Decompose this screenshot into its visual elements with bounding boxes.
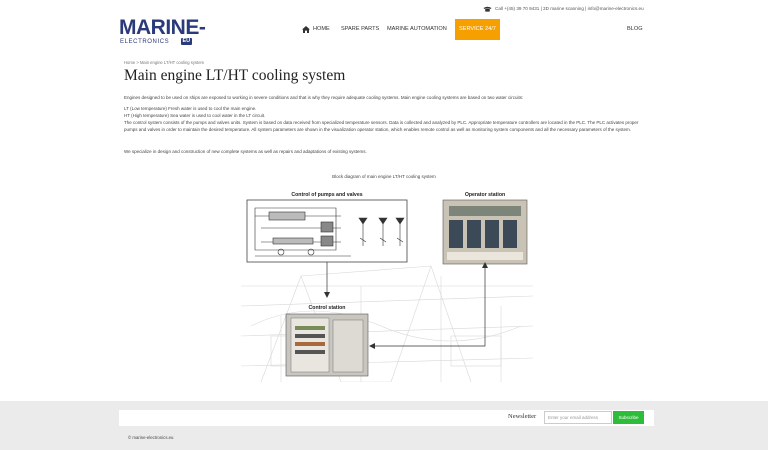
top-contact-bar: Call +(45) 39 70 9431 | 3D marine scanni…: [0, 0, 768, 16]
nav-item-label: SPARE PARTS: [341, 26, 380, 32]
logo-badge: EU: [181, 38, 192, 45]
home-icon: [302, 26, 310, 33]
label-control-pumps: Control of pumps and valves: [291, 192, 362, 198]
control-cabinet: [290, 317, 364, 373]
site-logo[interactable]: MARINE- ELECTRONICS EU: [119, 17, 206, 47]
nav-item-label: HOME: [313, 26, 330, 32]
nav-item-service[interactable]: SERVICE 24/7: [455, 19, 500, 40]
label-operator-station: Operator station: [465, 192, 505, 198]
arrow-left-icon: [369, 343, 375, 349]
intro-paragraph: Engines designed to be used on ships are…: [124, 95, 524, 100]
nav-item-label: BLOG: [627, 26, 643, 32]
pumps-valves-schematic: [254, 207, 405, 257]
nav-item-spare-parts[interactable]: SPARE PARTS: [341, 19, 379, 40]
cooling-system-diagram: Control of pumps and valves Operator sta…: [240, 186, 534, 383]
operator-screens: [447, 206, 523, 260]
copyright-text: © marine-electronics.eu: [128, 435, 174, 440]
nav-item-blog[interactable]: BLOG: [627, 19, 643, 40]
logo-subtitle: ELECTRONICS: [120, 39, 170, 45]
arrow-down-icon: [324, 292, 330, 298]
breadcrumb[interactable]: Home > Main engine LT/HT cooling system: [124, 60, 205, 65]
ht-paragraph: HT (High temperature) Sea water is used …: [124, 113, 266, 118]
connection-lines: [326, 262, 486, 347]
lt-paragraph: LT (Low temperature) Fresh water is used…: [124, 106, 257, 111]
label-control-station: Control station: [309, 305, 346, 311]
newsletter-label: Newsletter: [508, 413, 537, 420]
diagram-caption: Block diagram of main engine LT/HT cooli…: [332, 174, 436, 179]
page-title: Main engine LT/HT cooling system: [124, 67, 346, 84]
newsletter-email-input[interactable]: [544, 411, 612, 424]
nav-item-label: MARINE AUTOMATION: [387, 26, 447, 32]
subscribe-button[interactable]: Subscribe: [613, 411, 644, 424]
logo-brand: MARINE-: [119, 16, 206, 39]
nav-item-marine-automation[interactable]: MARINE AUTOMATION: [387, 19, 447, 40]
newsletter-bar: [119, 410, 654, 426]
background-machinery: [240, 265, 534, 383]
phone-icon: [483, 6, 492, 12]
arrow-up-icon: [482, 262, 488, 268]
specialize-paragraph: We specialize in design and construction…: [124, 149, 367, 154]
nav-item-home[interactable]: HOME: [300, 19, 330, 40]
diagram-graphic: Control of pumps and valves Operator sta…: [240, 192, 534, 383]
contact-info[interactable]: Call +(45) 39 70 9431 | 3D marine scanni…: [495, 6, 644, 11]
control-paragraph: The control system consists of the pumps…: [124, 120, 639, 132]
nav-item-label: SERVICE 24/7: [459, 26, 496, 32]
